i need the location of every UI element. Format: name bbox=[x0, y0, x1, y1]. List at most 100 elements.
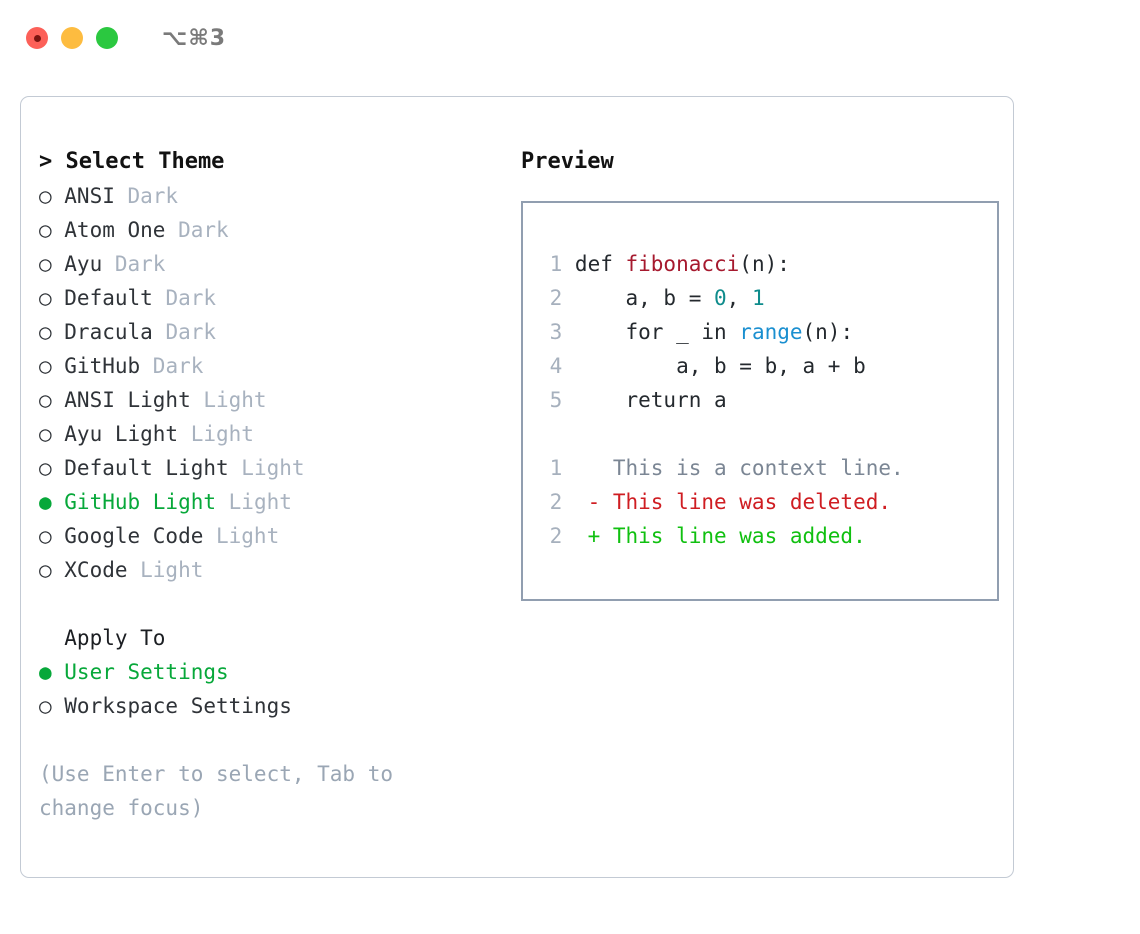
theme-option-variant: Dark bbox=[165, 218, 229, 242]
radio-selected-icon: ● bbox=[39, 490, 52, 514]
theme-option-label: Ayu Light bbox=[51, 422, 179, 446]
code-token: 0 bbox=[714, 286, 727, 310]
theme-option-variant: Light bbox=[127, 558, 204, 582]
code-line: 3 for _ in range(n): bbox=[537, 315, 997, 349]
code-token: a, b = bbox=[574, 286, 714, 310]
theme-option-variant: Light bbox=[216, 490, 292, 514]
line-number: 5 bbox=[549, 388, 563, 412]
apply-to-option-workspace-settings[interactable]: ○ Workspace Settings bbox=[39, 689, 499, 723]
theme-option-xcode[interactable]: ○ XCode Light bbox=[39, 553, 499, 587]
main-panel: > Select Theme ○ ANSI Dark○ Atom One Dar… bbox=[20, 96, 1014, 878]
section-spacer bbox=[39, 587, 499, 621]
minimize-window-icon[interactable] bbox=[61, 27, 83, 49]
theme-option-google-code[interactable]: ○ Google Code Light bbox=[39, 519, 499, 553]
diff-sample: 1 This is a context line. 2 - This line w… bbox=[537, 451, 997, 553]
radio-unselected-icon: ○ bbox=[39, 320, 52, 344]
code-line: 4 a, b = b, a + b bbox=[537, 349, 997, 383]
radio-unselected-icon: ○ bbox=[39, 422, 52, 446]
code-diff-spacer bbox=[537, 417, 997, 451]
line-number: 1 bbox=[549, 456, 563, 480]
theme-option-atom-one[interactable]: ○ Atom One Dark bbox=[39, 213, 499, 247]
line-number: 2 bbox=[549, 286, 563, 310]
line-number: 1 bbox=[549, 252, 563, 276]
window-titlebar: ⌥⌘3 bbox=[0, 0, 1140, 76]
theme-option-ayu[interactable]: ○ Ayu Dark bbox=[39, 247, 499, 281]
line-number: 2 bbox=[549, 524, 563, 548]
line-number: 4 bbox=[549, 354, 563, 378]
code-token: range bbox=[739, 320, 803, 344]
radio-unselected-icon: ○ bbox=[39, 456, 52, 480]
code-token: fibonacci bbox=[625, 252, 740, 276]
radio-unselected-icon: ○ bbox=[39, 184, 52, 208]
apply-to-option-label: User Settings bbox=[51, 660, 229, 684]
radio-unselected-icon: ○ bbox=[39, 388, 52, 412]
radio-unselected-icon: ○ bbox=[39, 286, 52, 310]
diff-text: This line was deleted. bbox=[600, 490, 892, 514]
line-number: 2 bbox=[549, 490, 563, 514]
theme-option-github-light[interactable]: ● GitHub Light Light bbox=[39, 485, 499, 519]
diff-marker bbox=[575, 456, 600, 480]
theme-option-label: Google Code bbox=[51, 524, 204, 548]
code-token: (n): bbox=[802, 320, 854, 344]
theme-option-label: Default Light bbox=[51, 456, 229, 480]
theme-option-github[interactable]: ○ GitHub Dark bbox=[39, 349, 499, 383]
theme-option-variant: Light bbox=[190, 388, 267, 412]
theme-option-ansi[interactable]: ○ ANSI Dark bbox=[39, 179, 499, 213]
radio-unselected-icon: ○ bbox=[39, 252, 52, 276]
theme-option-variant: Dark bbox=[140, 354, 204, 378]
theme-option-variant: Dark bbox=[114, 184, 179, 208]
select-theme-heading: > Select Theme bbox=[39, 149, 225, 174]
theme-option-label: Default bbox=[51, 286, 153, 310]
theme-option-variant: Dark bbox=[102, 252, 166, 276]
theme-option-default-light[interactable]: ○ Default Light Light bbox=[39, 451, 499, 485]
theme-option-label: ANSI Light bbox=[51, 388, 191, 412]
apply-to-option-list[interactable]: ● User Settings○ Workspace Settings bbox=[39, 655, 499, 723]
theme-option-label: GitHub bbox=[51, 354, 141, 378]
theme-option-label: GitHub Light bbox=[51, 490, 217, 514]
code-token: 1 bbox=[751, 286, 765, 310]
apply-to-option-label: Workspace Settings bbox=[51, 694, 292, 718]
theme-option-variant: Light bbox=[178, 422, 254, 446]
theme-option-variant: Light bbox=[228, 456, 305, 480]
theme-option-variant: Dark bbox=[152, 320, 217, 344]
code-token: (n): bbox=[739, 252, 790, 276]
keyboard-shortcut-label: ⌥⌘3 bbox=[162, 25, 227, 51]
theme-option-variant: Light bbox=[203, 524, 280, 548]
theme-option-label: Dracula bbox=[51, 320, 153, 344]
radio-unselected-icon: ○ bbox=[39, 558, 52, 582]
traffic-light-controls bbox=[26, 27, 118, 49]
diff-marker: + bbox=[574, 524, 601, 548]
theme-option-label: Ayu bbox=[51, 252, 103, 276]
preview-heading: Preview bbox=[521, 149, 614, 174]
diff-marker: - bbox=[574, 490, 601, 514]
radio-unselected-icon: ○ bbox=[39, 524, 52, 548]
keyboard-hint-text: (Use Enter to select, Tab to change focu… bbox=[39, 762, 406, 820]
radio-selected-icon: ● bbox=[39, 660, 52, 684]
theme-option-ansi-light[interactable]: ○ ANSI Light Light bbox=[39, 383, 499, 417]
theme-option-label: XCode bbox=[51, 558, 128, 582]
code-token: a, b = b, a + b bbox=[574, 354, 866, 378]
code-line: 2 a, b = 0, 1 bbox=[537, 281, 997, 315]
apply-to-heading: Apply To bbox=[64, 626, 166, 650]
theme-picker-column: > Select Theme ○ ANSI Dark○ Atom One Dar… bbox=[39, 145, 499, 877]
diff-text: This line was added. bbox=[600, 524, 866, 548]
diff-text: This is a context line. bbox=[600, 456, 904, 480]
close-window-icon[interactable] bbox=[26, 27, 48, 49]
line-number: 3 bbox=[549, 320, 563, 344]
code-token: for _ in bbox=[574, 320, 740, 344]
theme-option-variant: Dark bbox=[152, 286, 217, 310]
theme-option-list[interactable]: ○ ANSI Dark○ Atom One Dark○ Ayu Dark○ De… bbox=[39, 179, 499, 587]
radio-unselected-icon: ○ bbox=[39, 694, 52, 718]
maximize-window-icon[interactable] bbox=[96, 27, 118, 49]
theme-option-label: Atom One bbox=[51, 218, 166, 242]
radio-unselected-icon: ○ bbox=[39, 354, 52, 378]
theme-option-ayu-light[interactable]: ○ Ayu Light Light bbox=[39, 417, 499, 451]
theme-option-default[interactable]: ○ Default Dark bbox=[39, 281, 499, 315]
code-token: , bbox=[726, 286, 752, 310]
apply-to-option-user-settings[interactable]: ● User Settings bbox=[39, 655, 499, 689]
theme-option-dracula[interactable]: ○ Dracula Dark bbox=[39, 315, 499, 349]
